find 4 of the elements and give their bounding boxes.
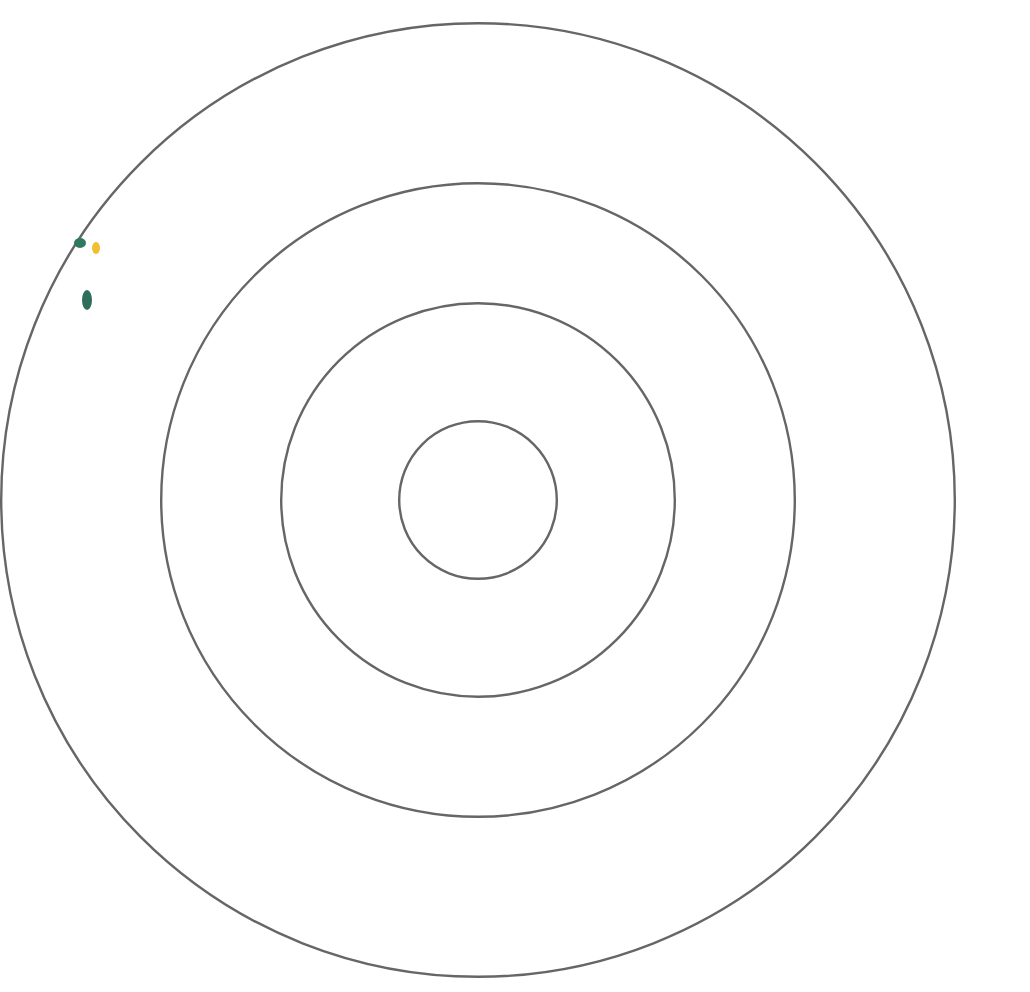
ring <box>280 302 676 698</box>
ring <box>160 182 796 818</box>
ring <box>398 420 558 580</box>
ring <box>0 22 956 978</box>
